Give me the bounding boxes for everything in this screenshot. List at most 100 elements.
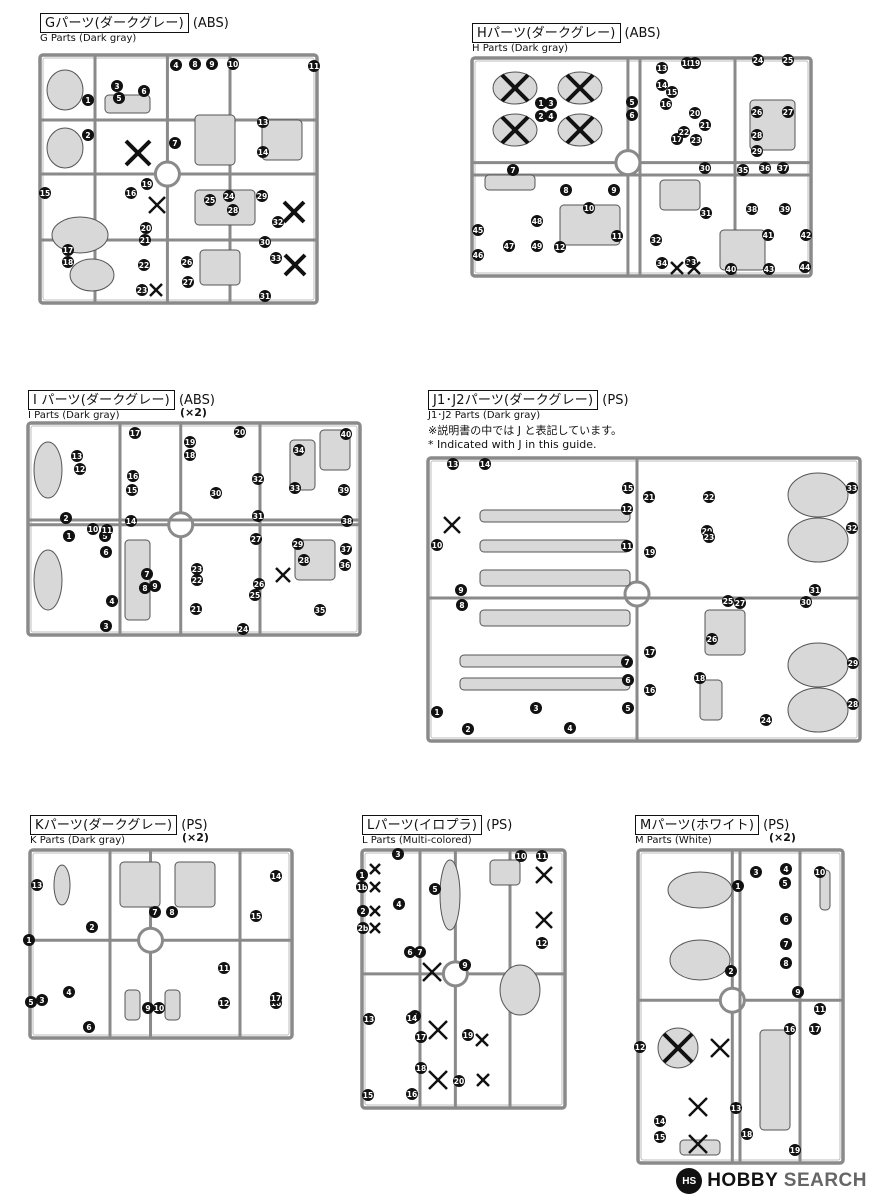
runner-l-title: Lパーツ(イロプラ) xyxy=(367,818,478,833)
l-12-x-b xyxy=(535,911,553,929)
g-part-center xyxy=(194,114,236,166)
h-badge-1 xyxy=(535,97,547,109)
g-label-25: 25 xyxy=(205,196,215,205)
j-badge-24 xyxy=(760,714,772,726)
j-part-32 xyxy=(787,517,849,563)
i-badge-22 xyxy=(191,574,203,586)
j-label-1: 1 xyxy=(434,708,439,717)
l-label-20: 20 xyxy=(454,1077,464,1086)
l-label-2: 2 xyxy=(360,907,365,916)
h-label-37: 37 xyxy=(778,164,788,173)
h-badge-12 xyxy=(554,241,566,253)
m-badge-8 xyxy=(780,957,792,969)
m-label-15: 15 xyxy=(655,1133,665,1142)
i-badge-17 xyxy=(129,427,141,439)
i-label-25: 25 xyxy=(250,591,260,600)
h-label-34: 34 xyxy=(657,259,667,268)
h-badge-32 xyxy=(650,234,662,246)
i-label-19: 19 xyxy=(185,438,195,447)
i-label-38: 38 xyxy=(342,517,352,526)
g-label-10: 10 xyxy=(228,60,238,69)
j-label-13: 13 xyxy=(448,460,458,469)
i-badge-8 xyxy=(139,582,151,594)
i-label-33: 33 xyxy=(290,484,300,493)
l-badge-1 xyxy=(356,869,368,881)
m-label-14: 14 xyxy=(655,1117,665,1126)
k-label-4: 4 xyxy=(66,988,71,997)
h-label-23: 23 xyxy=(691,136,701,145)
h-badge-24 xyxy=(752,54,764,66)
h-badge-20 xyxy=(689,107,701,119)
j-badge-31 xyxy=(809,584,821,596)
h-badge-39 xyxy=(779,203,791,215)
l-part-10 xyxy=(489,859,521,886)
m-label-4: 4 xyxy=(783,865,788,874)
i-label-11: 11 xyxy=(102,526,112,535)
h-label-2: 2 xyxy=(538,112,543,121)
h-label-5: 5 xyxy=(629,98,634,107)
runner-j-header: J1･J2パーツ(ダークグレー)(PS) J1･J2 Parts (Dark g… xyxy=(428,389,629,421)
j-label-30: 30 xyxy=(801,598,811,607)
j-badge-23 xyxy=(703,531,715,543)
j-label-32: 32 xyxy=(847,524,857,533)
m-12-x-b xyxy=(662,1032,694,1064)
runner-m-multiplier: (×2) xyxy=(769,831,796,844)
j-label-22: 22 xyxy=(704,493,714,502)
i-label-13: 13 xyxy=(72,452,82,461)
runner-i-hub xyxy=(167,511,195,539)
i-label-28: 28 xyxy=(299,556,309,565)
j-label-25: 25 xyxy=(723,597,733,606)
runner-g-frame xyxy=(38,53,319,305)
j-part-6 xyxy=(459,677,631,691)
l-label-4: 4 xyxy=(396,900,401,909)
runner-i-frame xyxy=(26,421,362,637)
g-badge-15 xyxy=(39,187,51,199)
j-badge-11 xyxy=(621,540,633,552)
h-label-4: 4 xyxy=(548,112,553,121)
g-label-1: 1 xyxy=(85,96,90,105)
k-label-17: 17 xyxy=(271,994,281,1003)
runner-i-frame-inner xyxy=(30,425,358,633)
runner-j-subtitle: J1･J2 Parts (Dark gray) xyxy=(428,410,541,421)
l-label-15: 15 xyxy=(363,1091,373,1100)
m-label-3: 3 xyxy=(753,868,758,877)
l-label-16: 16 xyxy=(407,1090,417,1099)
h-badge-7 xyxy=(507,164,519,176)
k-label-5: 5 xyxy=(28,998,33,1007)
j-label-3: 3 xyxy=(533,704,538,713)
j-part-7 xyxy=(459,654,631,668)
runner-i-subtitle: I Parts (Dark gray) xyxy=(28,410,120,421)
runner-m-header: Mパーツ(ホワイト)(PS) M Parts (White) (×2) xyxy=(635,814,796,846)
j-badge-18 xyxy=(694,672,706,684)
h-badge-31 xyxy=(700,207,712,219)
m-label-9: 9 xyxy=(795,988,800,997)
runner-k-multiplier: (×2) xyxy=(182,831,209,844)
h-badge-45 xyxy=(472,224,484,236)
k-label-15: 15 xyxy=(251,912,261,921)
g-part-27 xyxy=(199,249,241,286)
m-part-13 xyxy=(759,1029,791,1131)
i-label-8: 8 xyxy=(142,584,147,593)
j-label-5: 5 xyxy=(625,704,630,713)
g-label-6: 6 xyxy=(141,87,146,96)
i-label-2: 2 xyxy=(63,514,68,523)
g-badge-22 xyxy=(138,259,150,271)
j-label-7: 7 xyxy=(624,658,629,667)
i-label-37: 37 xyxy=(341,545,351,554)
h-badge-36 xyxy=(759,162,771,174)
g-badge-20 xyxy=(140,222,152,234)
j-badge-7 xyxy=(621,656,633,668)
m-x3-x-b xyxy=(688,1097,708,1117)
m-label-17: 17 xyxy=(810,1025,820,1034)
l-label-1: 1 xyxy=(359,871,364,880)
i-label-27: 27 xyxy=(251,535,261,544)
m-badge-13 xyxy=(730,1102,742,1114)
m-part-2 xyxy=(669,939,731,981)
l-label-17: 17 xyxy=(416,1033,426,1042)
m-label-16: 16 xyxy=(785,1025,795,1034)
g-badge-14 xyxy=(257,146,269,158)
i-part-2 xyxy=(33,441,63,499)
l-badge-14 xyxy=(406,1012,418,1024)
runner-h-title: Hパーツ(ダークグレー) xyxy=(477,26,616,41)
g-label-16: 16 xyxy=(126,189,136,198)
